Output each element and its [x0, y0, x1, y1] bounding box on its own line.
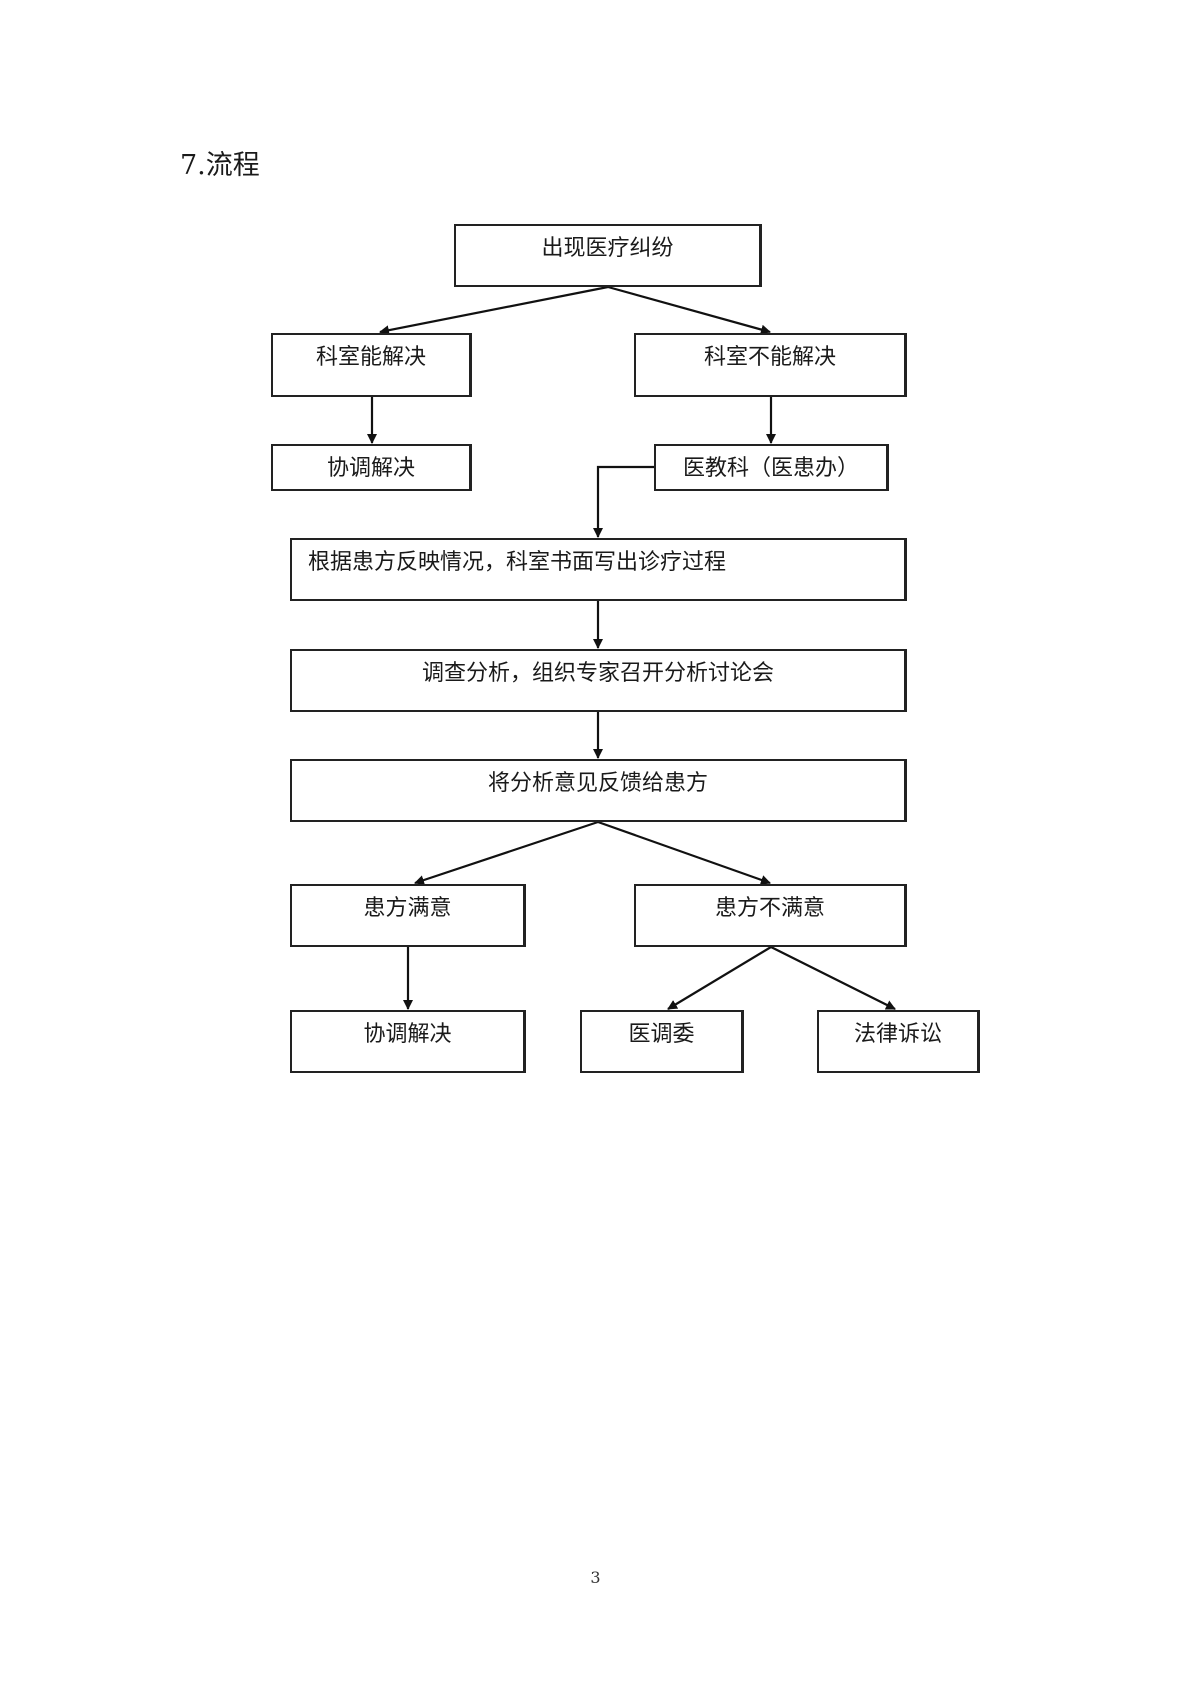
node-medical-affairs-office: 医教科（医患办） — [654, 444, 889, 491]
node-dept-cannot-resolve: 科室不能解决 — [634, 333, 907, 397]
arrow-unsatisfied-to-mediation — [667, 946, 772, 1010]
node-investigation: 调查分析，组织专家召开分析讨论会 — [290, 649, 907, 712]
page-number: 3 — [590, 1568, 601, 1587]
node-patient-satisfied: 患方满意 — [290, 884, 526, 947]
arrow-start-to-can — [379, 285, 609, 336]
node-written-process: 根据患方反映情况，科室书面写出诊疗过程 — [290, 538, 907, 601]
node-dept-can-resolve: 科室能解决 — [271, 333, 472, 397]
arrow-start-to-cannot — [607, 285, 771, 335]
node-coordinate-resolve-1: 协调解决 — [271, 444, 472, 491]
node-feedback: 将分析意见反馈给患方 — [290, 759, 907, 822]
arrow-unsatisfied-to-litigation — [770, 946, 896, 1010]
node-litigation: 法律诉讼 — [817, 1010, 980, 1073]
node-patient-unsatisfied: 患方不满意 — [634, 884, 907, 947]
node-start: 出现医疗纠纷 — [454, 224, 762, 287]
arrow-feedback-to-satisfied — [414, 820, 599, 885]
arrow-feedback-to-unsatisfied — [597, 820, 771, 885]
arrow-office-to-written — [593, 465, 654, 538]
node-mediation-committee: 医调委 — [580, 1010, 744, 1073]
section-heading: 7.流程 — [180, 150, 260, 181]
node-coordinate-resolve-2: 协调解决 — [290, 1010, 526, 1073]
